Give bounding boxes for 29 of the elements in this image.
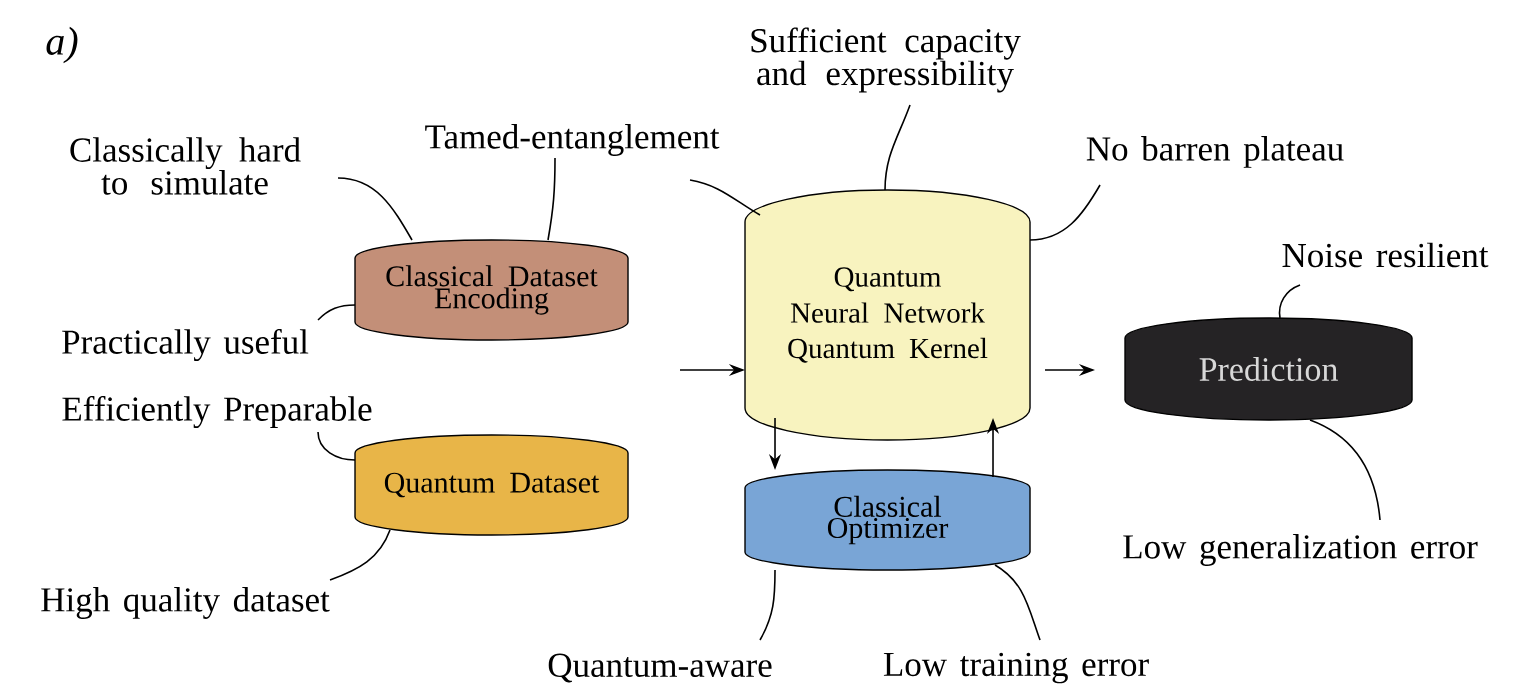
leader-line — [329, 529, 391, 581]
leader-line — [759, 569, 776, 641]
cylinder: Classical Dataset Encoding — [354, 239, 629, 341]
annotation-text: No barren plateau — [1086, 136, 1344, 168]
annotation-text: Efficiently Preparable — [62, 395, 372, 429]
leader-line — [1278, 284, 1301, 319]
cylinder: Quantum Dataset — [354, 434, 629, 536]
annotation-text: Low training error — [883, 652, 1149, 684]
annotation-text: Sufficient capacity and expressibility — [751, 27, 1021, 93]
leader-line — [317, 431, 356, 461]
annotation-text: Classically hard to simulate — [70, 137, 301, 195]
annotation-text: Practically useful — [62, 328, 309, 362]
cylinder: Classical Optimizer — [744, 469, 1031, 571]
leader-line — [317, 304, 356, 321]
leader-line — [547, 157, 556, 241]
annotation-text: High quality dataset — [41, 587, 330, 619]
panel-label: a) — [46, 26, 78, 64]
annotation-text: Noise resilient — [1282, 242, 1489, 268]
annotation-text: Tamed-entanglement — [425, 124, 720, 156]
cylinder: Prediction — [1124, 317, 1413, 421]
leader-line — [1029, 184, 1101, 241]
leader-line — [337, 177, 413, 241]
annotation-text: Quantum-aware — [548, 653, 772, 683]
leader-line — [1309, 419, 1381, 521]
leader-line — [689, 179, 761, 216]
cylinder: Quantum Neural Network Quantum Kernel — [744, 189, 1031, 441]
leader-line — [994, 564, 1041, 641]
annotation-text: Low generalization error — [1123, 534, 1478, 566]
leader-line — [884, 104, 911, 191]
